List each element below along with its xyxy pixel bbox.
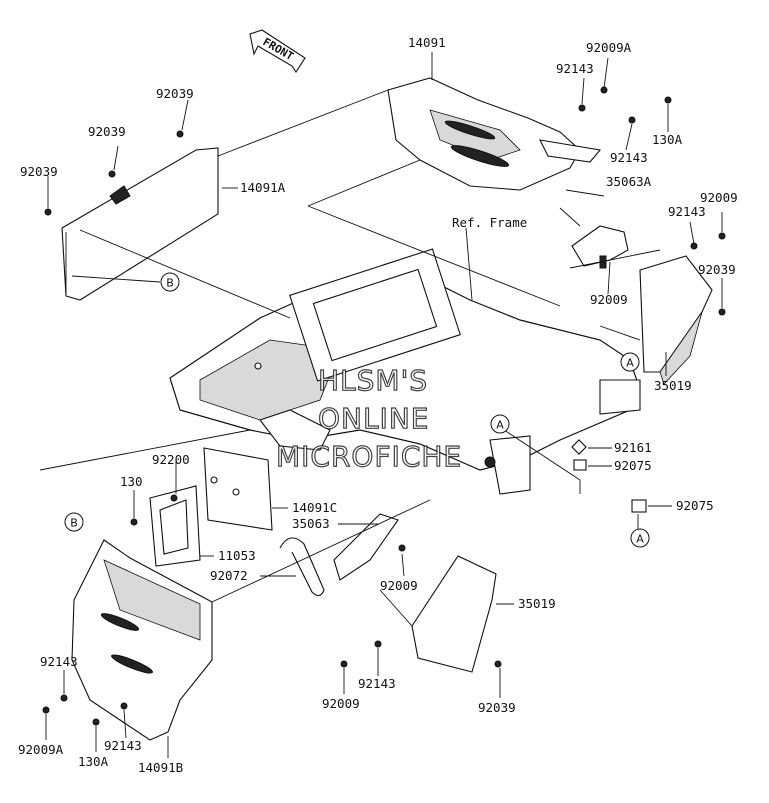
label-130: 130 — [120, 474, 143, 489]
watermark-line-1: HLSM'S — [318, 364, 428, 397]
label-ref-frame: Ref. Frame — [452, 215, 527, 230]
callout-a-right: A — [620, 352, 640, 372]
label-92009-mid: 92009 — [380, 578, 418, 593]
callout-a-bottom: A — [630, 528, 650, 548]
label-92143-bl2: 92143 — [104, 738, 142, 753]
part-labels: 14091 92009A 92143 130A 92143 92039 9203… — [18, 35, 738, 775]
callout-b-bottom: B — [64, 512, 84, 532]
small-pads — [571, 439, 647, 513]
cover-14091 — [387, 77, 602, 191]
label-92039-l3: 92039 — [20, 164, 58, 179]
plate-14091c — [203, 447, 273, 531]
label-92143-bm: 92143 — [358, 676, 396, 691]
leader-lines — [39, 52, 723, 758]
label-92143-r: 92143 — [668, 204, 706, 219]
cover-14091b — [71, 539, 213, 741]
front-label: FRONT — [261, 35, 297, 63]
callout-a-mid-text: A — [496, 419, 504, 432]
fasteners — [42, 86, 726, 726]
bracket-11053 — [149, 485, 201, 567]
label-92075-1: 92075 — [614, 458, 652, 473]
label-11053: 11053 — [218, 548, 256, 563]
label-92161: 92161 — [614, 440, 652, 455]
band-92072 — [279, 537, 325, 597]
callout-b-top: B — [160, 272, 180, 292]
label-92072: 92072 — [210, 568, 248, 583]
callout-a-right-text: A — [626, 357, 634, 370]
side-panel-35019-top — [639, 255, 713, 385]
label-92009-bm: 92009 — [322, 696, 360, 711]
label-14091: 14091 — [408, 35, 446, 50]
cover-panel-14091a — [61, 147, 219, 301]
label-35019-top: 35019 — [654, 378, 692, 393]
callout-b-bottom-text: B — [70, 517, 78, 530]
label-92143-top2: 92143 — [610, 150, 648, 165]
label-14091b: 14091B — [138, 760, 183, 775]
main-frame — [169, 248, 641, 495]
label-92200: 92200 — [152, 452, 190, 467]
label-35019-bot: 35019 — [518, 596, 556, 611]
watermark-line-3: MICROFICHE — [276, 440, 462, 473]
label-92009-r2: 92009 — [590, 292, 628, 307]
label-92143-top1: 92143 — [556, 61, 594, 76]
label-35063: 35063 — [292, 516, 330, 531]
label-92039-r: 92039 — [698, 262, 736, 277]
label-92039-l1: 92039 — [156, 86, 194, 101]
front-arrow: FRONT — [249, 29, 306, 74]
label-130a-bl: 130A — [78, 754, 109, 769]
bracket-35063 — [333, 513, 399, 581]
label-92009a-bl: 92009A — [18, 742, 64, 757]
label-92039-bm: 92039 — [478, 700, 516, 715]
label-130a-top: 130A — [652, 132, 683, 147]
callout-a-mid: A — [490, 414, 510, 434]
label-92075-2: 92075 — [676, 498, 714, 513]
label-92039-l2: 92039 — [88, 124, 126, 139]
watermark: HLSM'S ONLINE MICROFICHE — [275, 363, 462, 473]
label-92143-bl: 92143 — [40, 654, 78, 669]
label-14091a: 14091A — [240, 180, 286, 195]
label-35019a-top: 35063A — [606, 174, 652, 189]
label-92009a-top: 92009A — [586, 40, 632, 55]
watermark-line-2: ONLINE — [318, 402, 429, 435]
label-92009-r1: 92009 — [700, 190, 738, 205]
callout-b-top-text: B — [166, 277, 174, 290]
side-panel-35019-bottom — [411, 555, 497, 673]
callout-a-bottom-text: A — [636, 533, 644, 546]
label-14091c: 14091C — [292, 500, 337, 515]
